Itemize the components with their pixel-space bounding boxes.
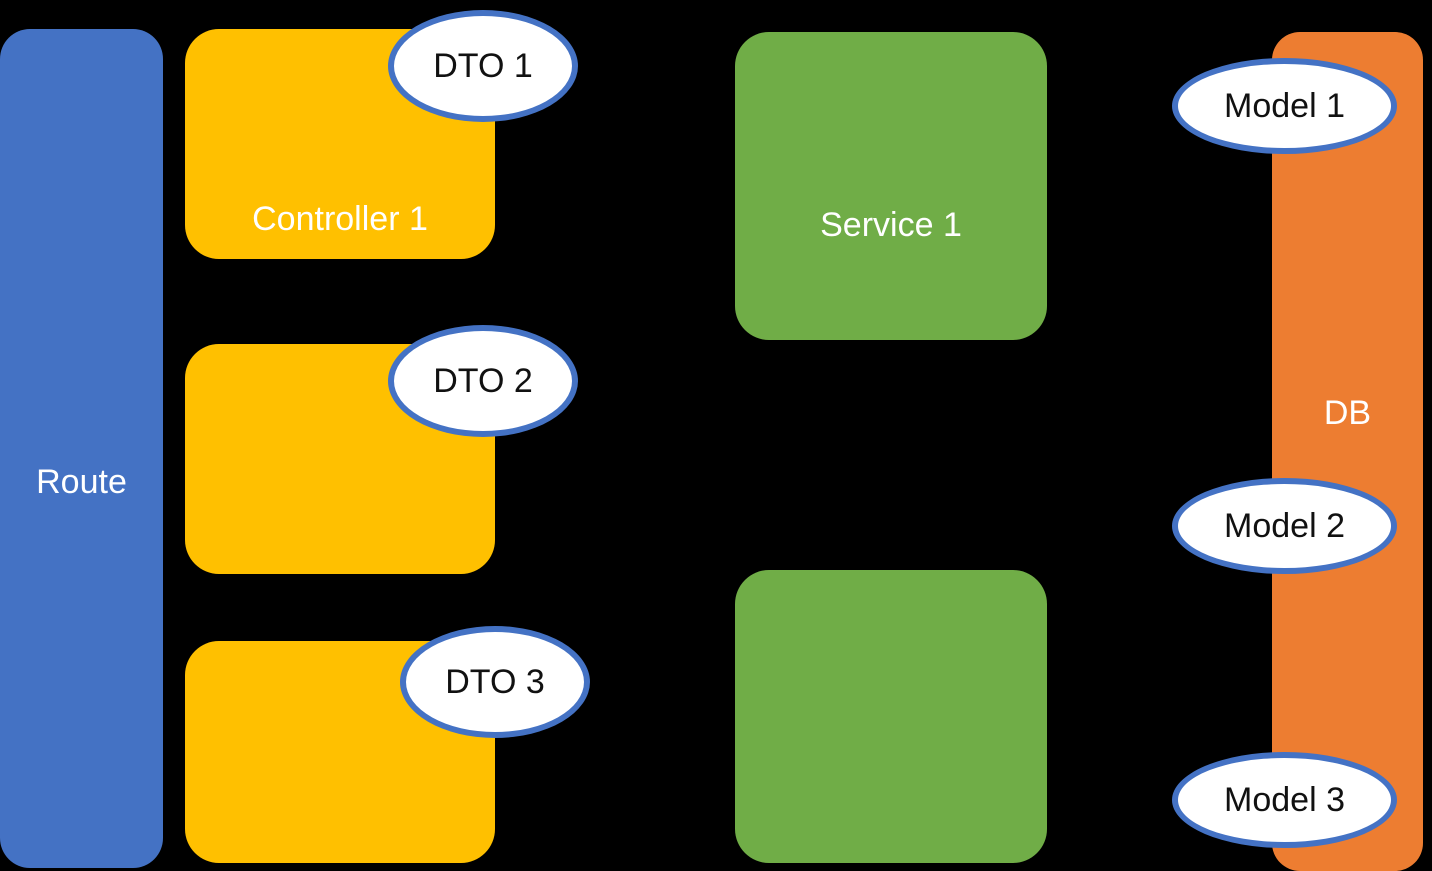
model-label-1: Model 1	[1224, 86, 1345, 125]
model-ellipse-1[interactable]: Model 1	[1172, 58, 1397, 154]
dto-ellipse-3[interactable]: DTO 3	[400, 626, 590, 738]
dto-label-2: DTO 2	[433, 361, 533, 400]
dto-label-3: DTO 3	[445, 662, 545, 701]
service-node-2[interactable]: Servce 2	[735, 570, 1047, 863]
service-label-1: Service 1	[820, 206, 962, 244]
route-label: Route	[36, 463, 127, 501]
dto-ellipse-1[interactable]: DTO 1	[388, 10, 578, 122]
model-ellipse-2[interactable]: Model 2	[1172, 478, 1397, 574]
model-label-2: Model 2	[1224, 506, 1345, 545]
service-node-1[interactable]: Service 1	[735, 32, 1047, 340]
model-label-3: Model 3	[1224, 780, 1345, 819]
dto-ellipse-2[interactable]: DTO 2	[388, 325, 578, 437]
route-node[interactable]: Route	[0, 29, 163, 868]
controller-label-1: Controller 1	[252, 200, 428, 238]
database-node[interactable]: DB	[1272, 32, 1423, 871]
model-ellipse-3[interactable]: Model 3	[1172, 752, 1397, 848]
database-label: DB	[1323, 394, 1372, 432]
dto-label-1: DTO 1	[433, 46, 533, 85]
